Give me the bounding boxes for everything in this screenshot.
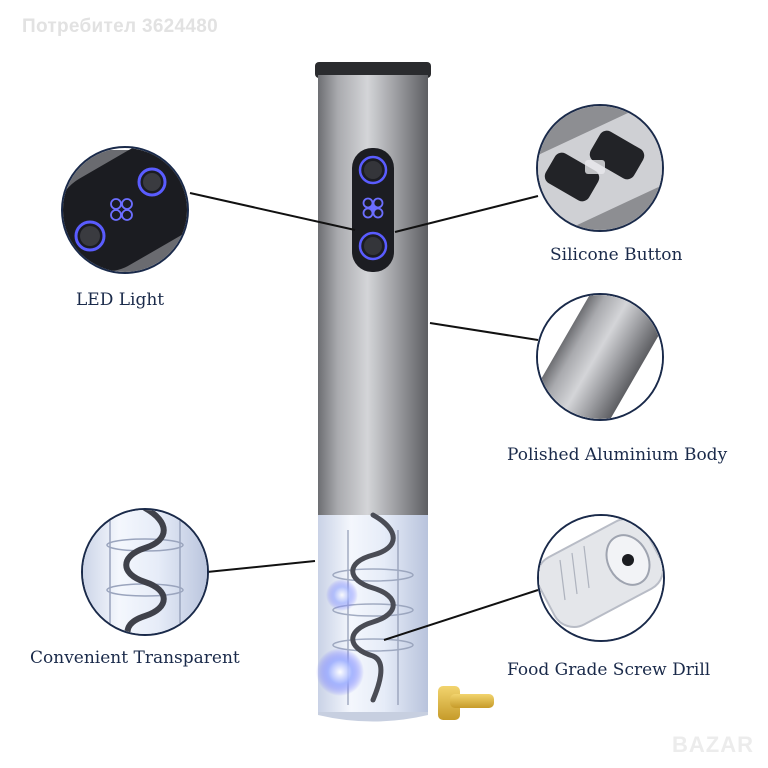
callout-lines bbox=[189, 192, 539, 641]
device bbox=[315, 62, 431, 722]
callout-silicone-button bbox=[536, 104, 664, 232]
callout-led-light bbox=[61, 146, 189, 274]
silicone-button-label: Silicone Button bbox=[550, 245, 683, 265]
callout-aluminium-body bbox=[536, 293, 664, 421]
device-metal-body bbox=[318, 75, 428, 515]
callout-transparent bbox=[81, 508, 209, 636]
watermark-text: Потребител 3624480 bbox=[22, 16, 219, 37]
brand-logo: BAZAR bbox=[672, 732, 754, 757]
led-ring-button-icon[interactable] bbox=[358, 155, 388, 185]
foil-cutter-icon bbox=[438, 686, 494, 720]
led-ring-button-icon[interactable] bbox=[358, 231, 388, 261]
device-top-cap bbox=[315, 62, 431, 78]
flower-logo-icon bbox=[362, 197, 384, 219]
screw-drill-label: Food Grade Screw Drill bbox=[507, 660, 711, 680]
aluminium-body-label: Polished Aluminium Body bbox=[507, 445, 728, 465]
corkscrew-icon bbox=[350, 512, 396, 703]
transparent-label: Convenient Transparent bbox=[30, 648, 240, 668]
led-light-label: LED Light bbox=[76, 290, 165, 310]
callout-screw-drill bbox=[537, 514, 665, 642]
